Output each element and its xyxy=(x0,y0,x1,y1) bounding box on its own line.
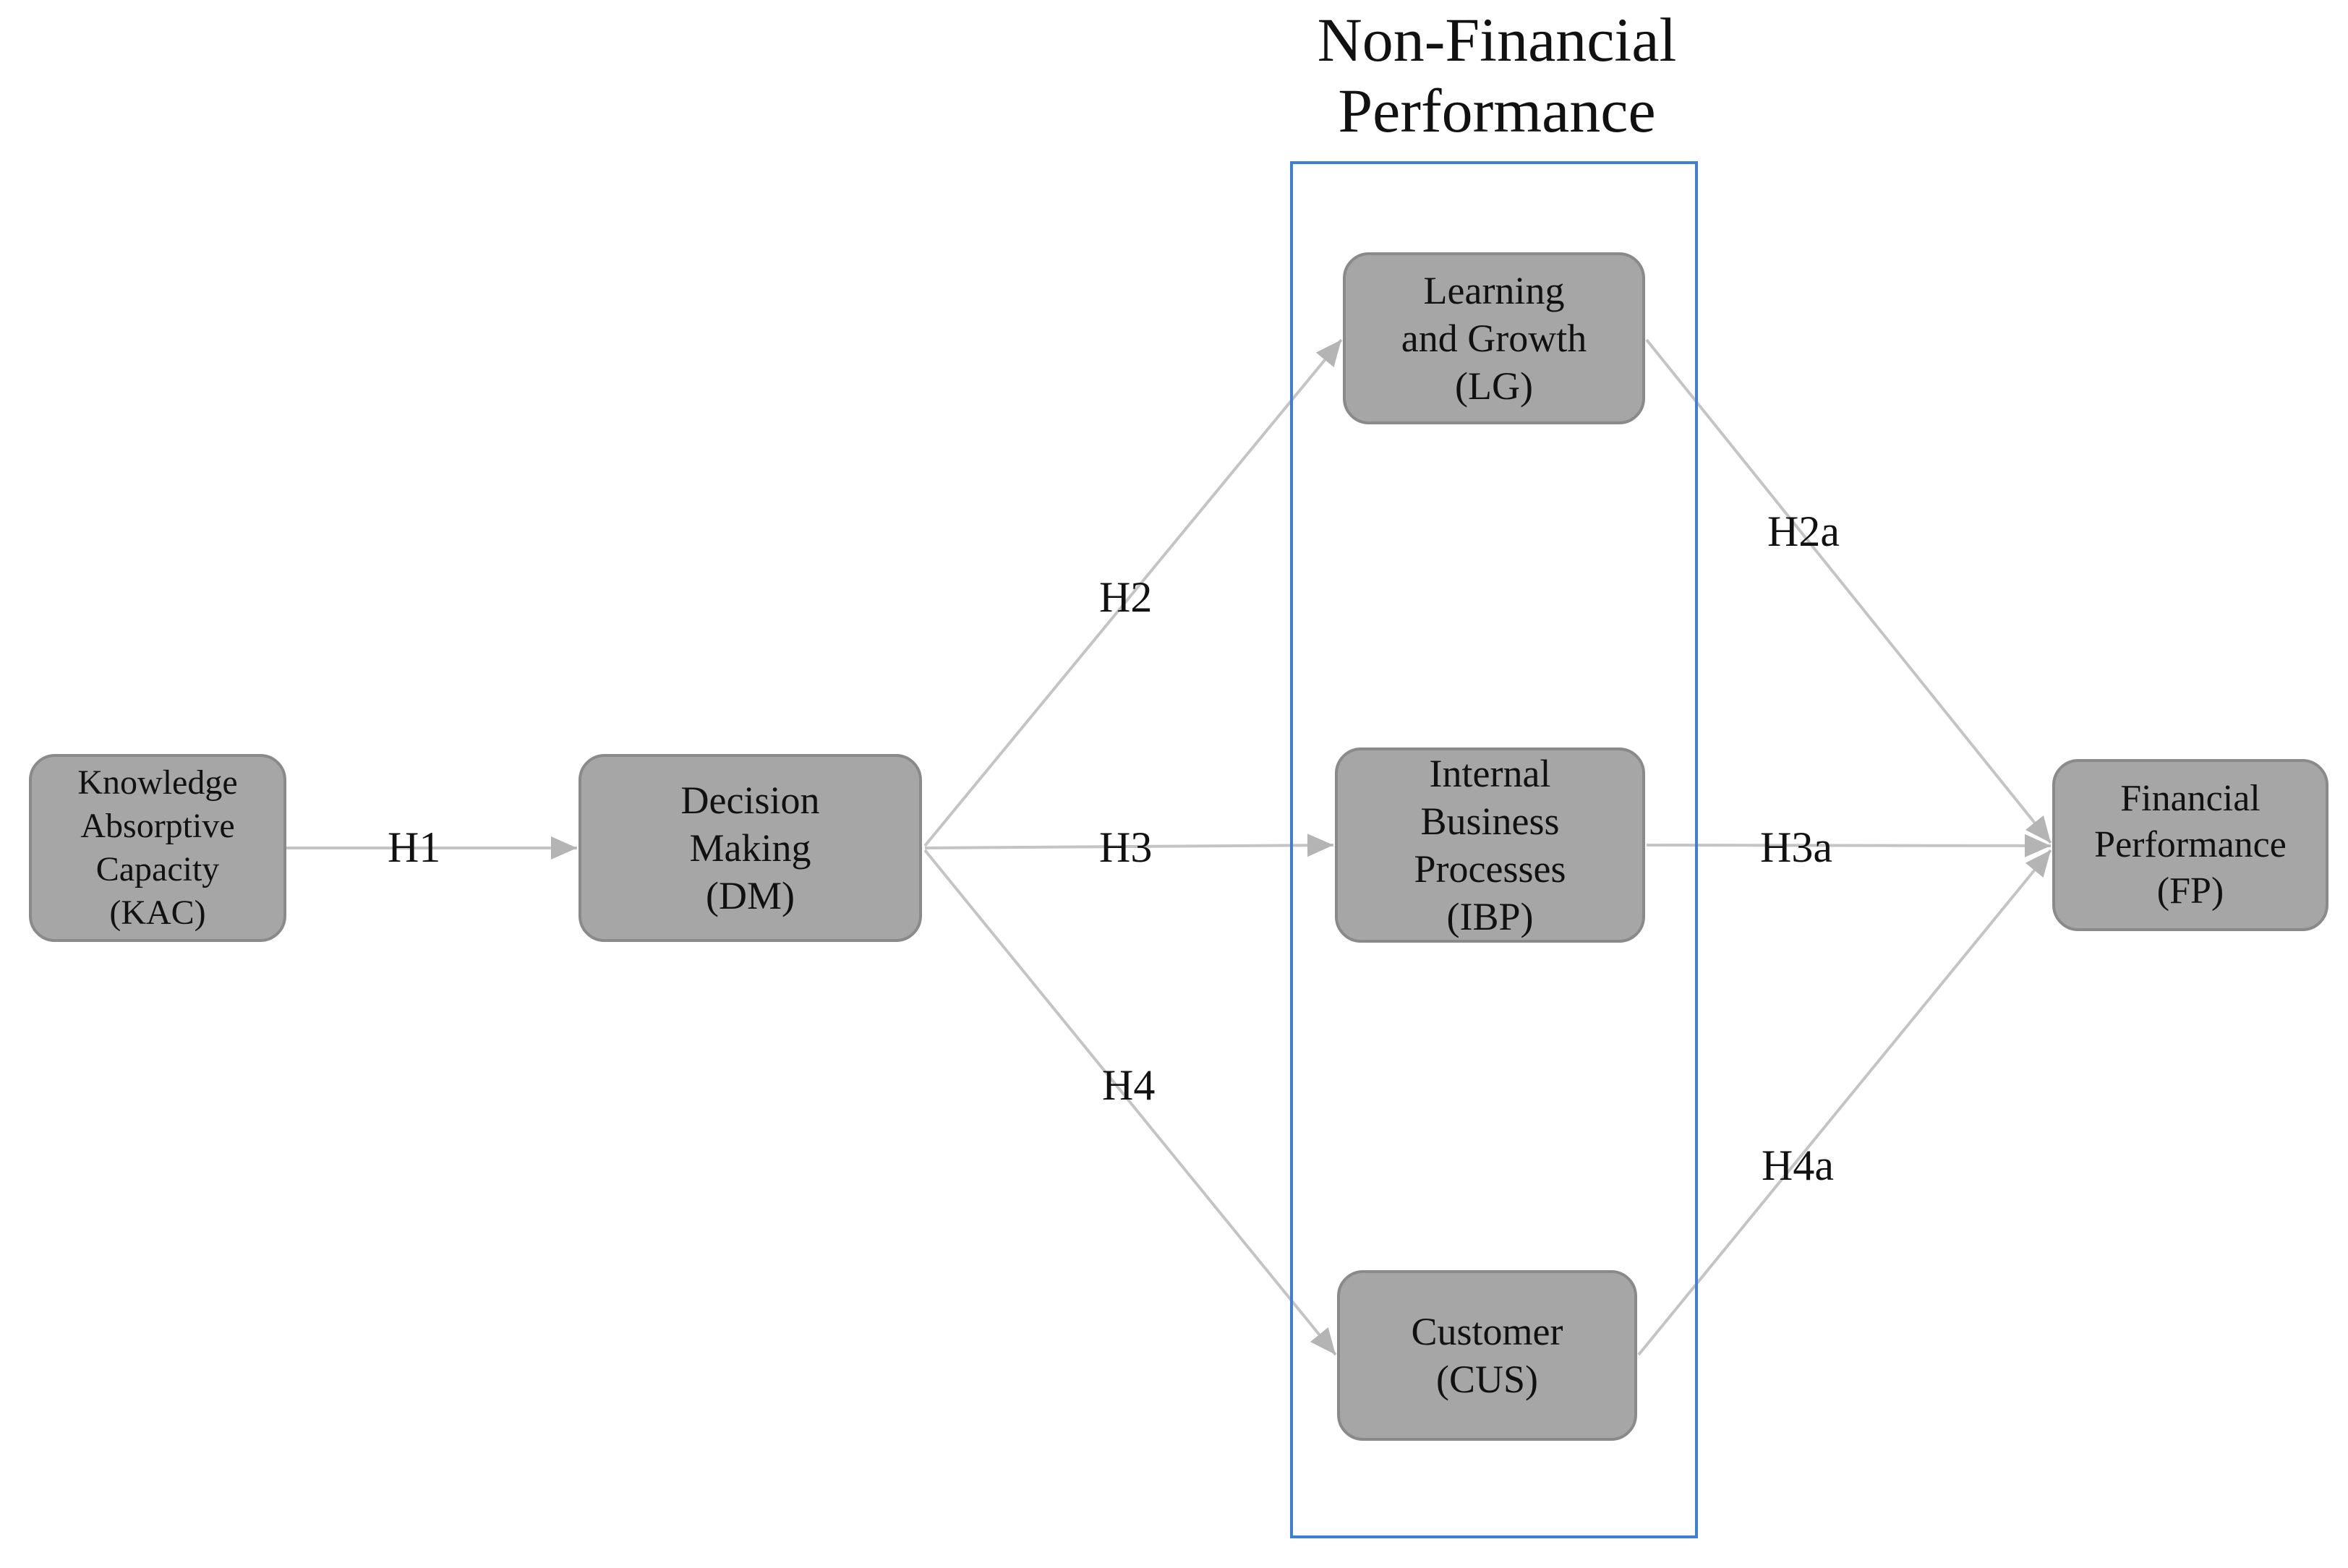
edge-h2a xyxy=(1645,338,2052,844)
edge-label-h4: H4 xyxy=(1102,1061,1156,1109)
node-customer: Customer (CUS) xyxy=(1337,1270,1637,1441)
edge-h2 xyxy=(923,338,1343,847)
edge-label-h3: H3 xyxy=(1099,823,1153,871)
node-knowledge-absorptive-capacity: Knowledge Absorptive Capacity (KAC) xyxy=(29,754,286,942)
non-financial-performance-group xyxy=(1290,161,1698,1538)
group-title: Non-Financial Performance xyxy=(1317,5,1677,145)
edge-h4 xyxy=(923,849,1337,1356)
node-financial-performance: Financial Performance (FP) xyxy=(2052,759,2328,931)
node-learning-and-growth: Learning and Growth (LG) xyxy=(1343,252,1645,424)
edge-h3a xyxy=(1646,834,2052,857)
node-internal-business-processes: Internal Business Processes (IBP) xyxy=(1335,747,1645,943)
edge-h4a xyxy=(1637,849,2052,1356)
node-decision-making: Decision Making (DM) xyxy=(579,754,922,942)
edge-label-h3a: H3a xyxy=(1760,823,1832,871)
edge-label-h4a: H4a xyxy=(1762,1141,1834,1189)
edge-label-h2a: H2a xyxy=(1767,507,1840,555)
edge-label-h2: H2 xyxy=(1099,573,1153,621)
edge-label-h1: H1 xyxy=(388,823,441,871)
edge-h3 xyxy=(924,834,1334,857)
